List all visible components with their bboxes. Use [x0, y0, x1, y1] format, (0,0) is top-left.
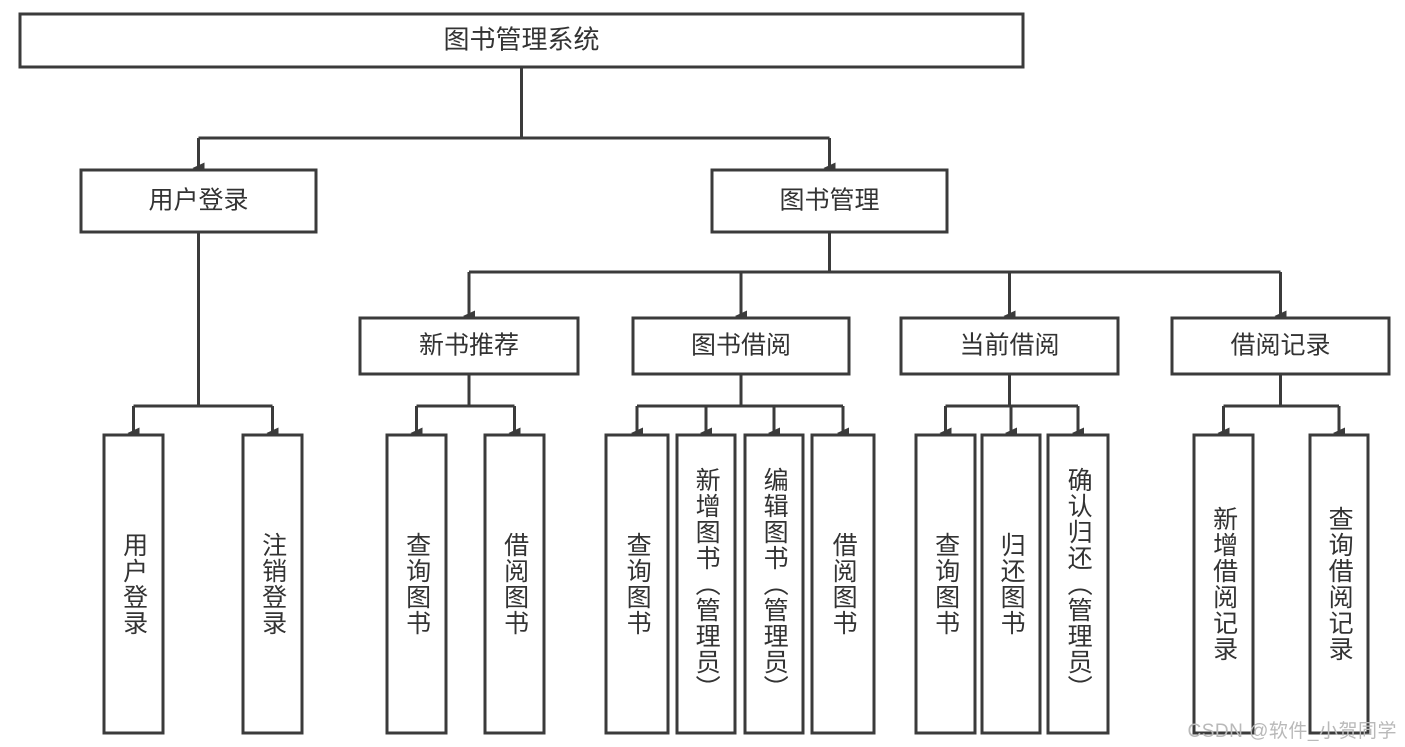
level3-node-2[interactable]: 当前借阅	[899, 316, 1120, 376]
leaf-node-8[interactable]	[914, 433, 977, 735]
leaf-node-12[interactable]	[1308, 433, 1370, 735]
leaf-node-4[interactable]	[604, 433, 670, 735]
node-label: 新书推荐	[419, 332, 519, 360]
watermark: CSDN @软件_小贺同学	[1187, 721, 1397, 742]
connector-layer	[127, 67, 1345, 439]
level2-node-1[interactable]: 图书管理	[710, 168, 949, 234]
node-label: 用户登录	[148, 187, 248, 215]
level3-node-3[interactable]: 借阅记录	[1170, 316, 1391, 376]
node-label: 图书借阅	[691, 332, 791, 360]
leaf-node-0[interactable]	[102, 433, 165, 735]
leaf-node-10[interactable]	[1046, 433, 1110, 735]
leaf-node-9[interactable]	[980, 433, 1042, 735]
node-label: 图书管理	[779, 187, 879, 215]
leaf-node-11[interactable]	[1192, 433, 1255, 735]
root-node-图书管理系统[interactable]: 图书管理系统	[18, 12, 1025, 69]
node-label: 借阅记录	[1230, 332, 1330, 360]
level2-node-0[interactable]: 用户登录	[79, 168, 318, 234]
leaf-node-6[interactable]	[743, 433, 805, 735]
leaf-node-5[interactable]	[675, 433, 737, 735]
leaf-node-1[interactable]	[241, 433, 304, 735]
node-label: 图书管理系统	[443, 24, 599, 54]
leaf-node-3[interactable]	[483, 433, 546, 735]
leaf-node-7[interactable]	[810, 433, 876, 735]
leaf-node-2[interactable]	[385, 433, 448, 735]
node-label: 当前借阅	[959, 332, 1059, 360]
level3-node-0[interactable]: 新书推荐	[358, 316, 580, 376]
level3-node-1[interactable]: 图书借阅	[631, 316, 851, 376]
